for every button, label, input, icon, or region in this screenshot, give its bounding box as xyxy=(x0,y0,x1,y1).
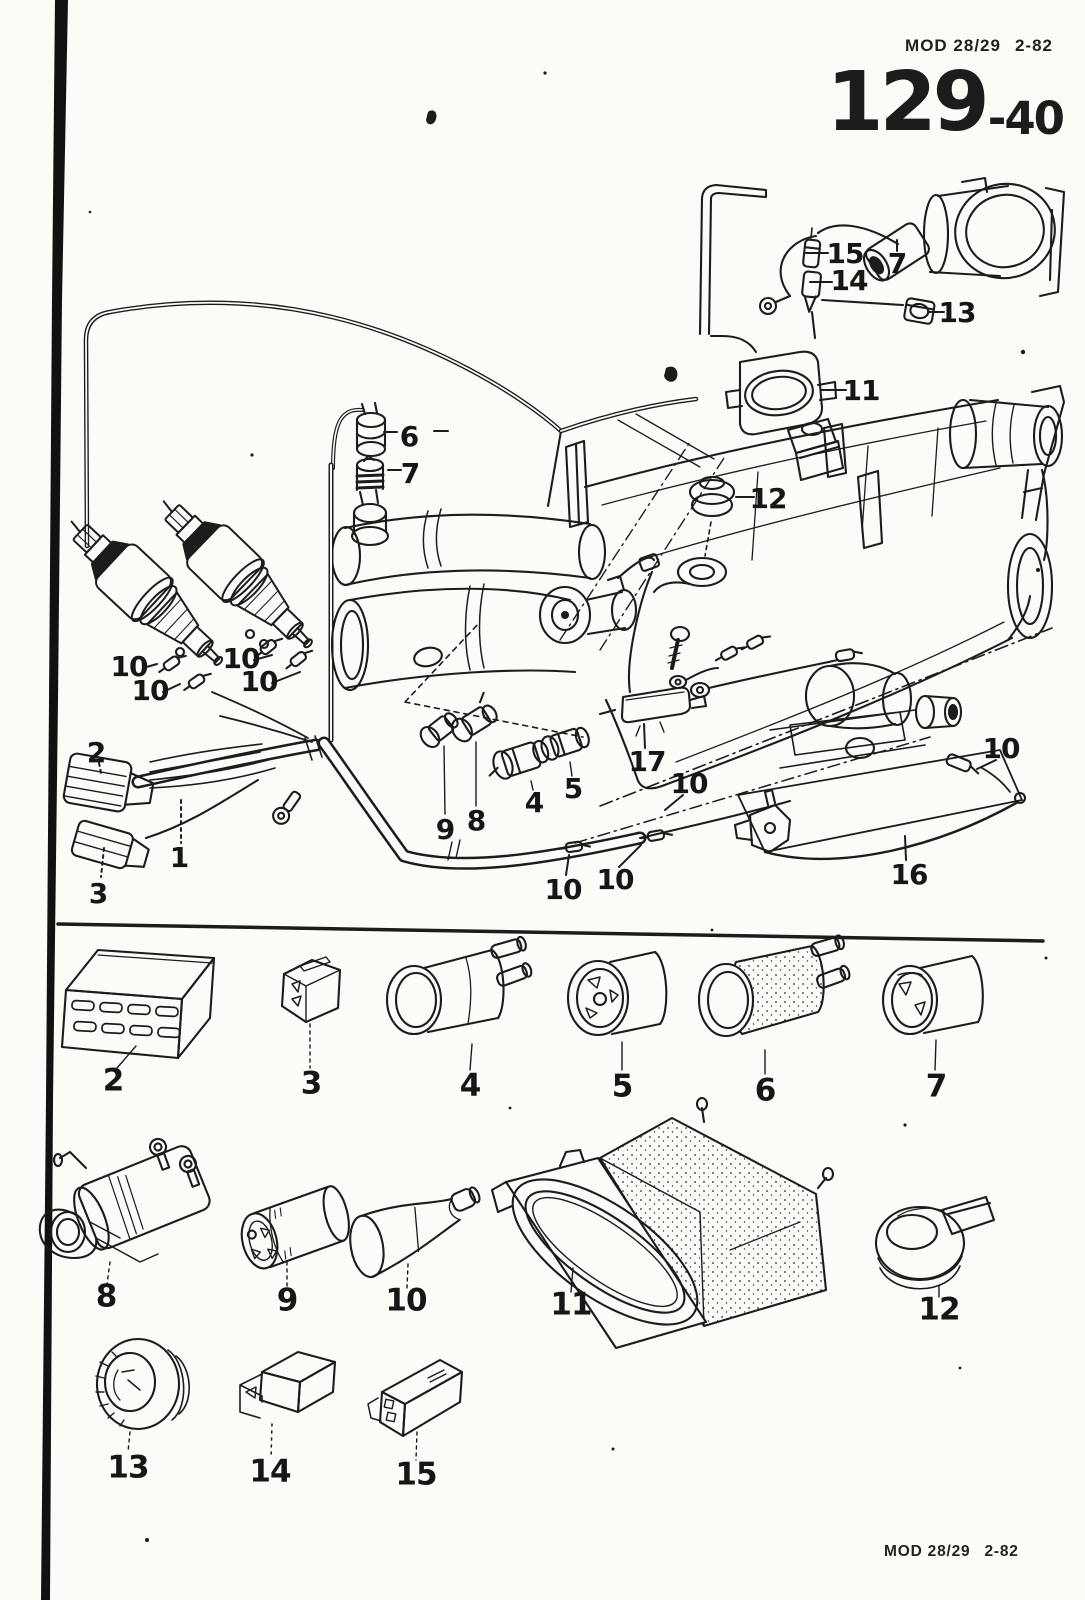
callout-14: 14 xyxy=(830,264,869,297)
callout-7: 7 xyxy=(887,247,908,280)
callout-1: 1 xyxy=(169,841,190,874)
detail-part-6 xyxy=(697,934,851,1075)
harness-1 xyxy=(62,628,647,870)
detail-part-4 xyxy=(385,935,533,1071)
detail-label-15: 15 xyxy=(395,1456,437,1493)
footer-catalog-code: MOD 28/29 xyxy=(884,1543,971,1560)
frame-pipe xyxy=(83,300,699,549)
callout-12: 12 xyxy=(749,482,788,515)
detail-label-7: 7 xyxy=(925,1068,948,1105)
detail-label-6: 6 xyxy=(754,1072,777,1109)
blower-motor xyxy=(862,176,1066,298)
callout-5: 5 xyxy=(563,772,584,805)
callout-10: 10 xyxy=(240,665,279,698)
detail-label-9: 9 xyxy=(276,1282,299,1319)
callout-16: 16 xyxy=(890,858,929,891)
clip-part xyxy=(733,788,792,854)
control-unit-16 xyxy=(733,662,1027,861)
callout-7: 7 xyxy=(400,457,421,490)
detail-part-15 xyxy=(367,1358,464,1461)
callout-10: 10 xyxy=(596,863,635,896)
detail-label-13: 13 xyxy=(107,1449,149,1486)
detail-part-5 xyxy=(566,950,668,1071)
detail-part-10 xyxy=(349,1186,481,1289)
header-issue-code: 2-82 xyxy=(1014,36,1053,55)
callout-10: 10 xyxy=(222,642,261,675)
callout-8: 8 xyxy=(466,804,487,837)
callout-10: 10 xyxy=(110,650,149,683)
motor-lead-wires xyxy=(758,224,936,340)
detail-part-7 xyxy=(881,954,984,1071)
callout-17: 17 xyxy=(628,745,667,778)
callout-6: 6 xyxy=(399,420,420,453)
callout-2: 2 xyxy=(86,736,107,769)
callout-11: 11 xyxy=(842,374,881,407)
callout-9: 9 xyxy=(435,813,456,846)
detail-label-5: 5 xyxy=(611,1068,634,1105)
inline-connectors xyxy=(419,691,590,815)
group-suffix: -40 xyxy=(987,91,1065,145)
detail-part-13 xyxy=(95,1337,190,1453)
detail-label-3: 3 xyxy=(300,1065,323,1102)
header-code-line: MOD 28/29 2-82 xyxy=(905,36,1053,56)
detail-label-8: 8 xyxy=(95,1278,118,1315)
callout-13: 13 xyxy=(938,296,977,329)
callout-10: 10 xyxy=(131,674,170,707)
detail-part-3 xyxy=(280,956,342,1069)
detail-label-2: 2 xyxy=(102,1062,125,1099)
header-catalog-code: MOD 28/29 xyxy=(905,36,1001,55)
section-divider xyxy=(56,922,1045,943)
detail-label-10: 10 xyxy=(385,1282,427,1319)
callout-15: 15 xyxy=(826,237,865,270)
callout-10: 10 xyxy=(982,732,1021,765)
group-code: 129 -40 xyxy=(826,55,1065,150)
part-7-installed xyxy=(355,454,385,492)
tube-motor xyxy=(538,556,656,645)
detail-label-4: 4 xyxy=(459,1067,482,1104)
connector-2-installed xyxy=(62,752,155,813)
detail-part-14 xyxy=(239,1350,337,1459)
top-switch xyxy=(786,417,845,482)
detail-part-9 xyxy=(240,1185,350,1289)
callout-leaders xyxy=(98,239,997,878)
scan-edge-bar xyxy=(41,0,68,1600)
group-number: 129 xyxy=(826,55,990,150)
heater-body xyxy=(564,384,1066,807)
detail-part-2 xyxy=(60,948,216,1069)
detail-part-8 xyxy=(38,1135,211,1285)
tube-cluster xyxy=(328,401,725,743)
footer-issue-code: 2-82 xyxy=(984,1543,1019,1560)
connector-3-installed xyxy=(70,819,150,870)
sensor-on-tube xyxy=(350,488,390,547)
footer-code-line: MOD 28/29 2-82 xyxy=(884,1543,1019,1561)
relay-17-cluster xyxy=(598,553,863,737)
detail-label-12: 12 xyxy=(918,1291,960,1328)
callout-3: 3 xyxy=(88,877,109,910)
detail-part-12 xyxy=(874,1195,996,1298)
detail-part-11 xyxy=(490,1096,835,1350)
detail-label-11: 11 xyxy=(550,1286,592,1323)
scan-noise xyxy=(88,71,1048,1542)
callout-4: 4 xyxy=(524,786,545,819)
cover-11-assembly xyxy=(698,183,838,436)
detail-label-14: 14 xyxy=(249,1453,291,1490)
grommet-12-installed xyxy=(652,475,736,594)
callout-10: 10 xyxy=(670,767,709,800)
coil xyxy=(769,662,963,769)
callout-10: 10 xyxy=(544,873,583,906)
